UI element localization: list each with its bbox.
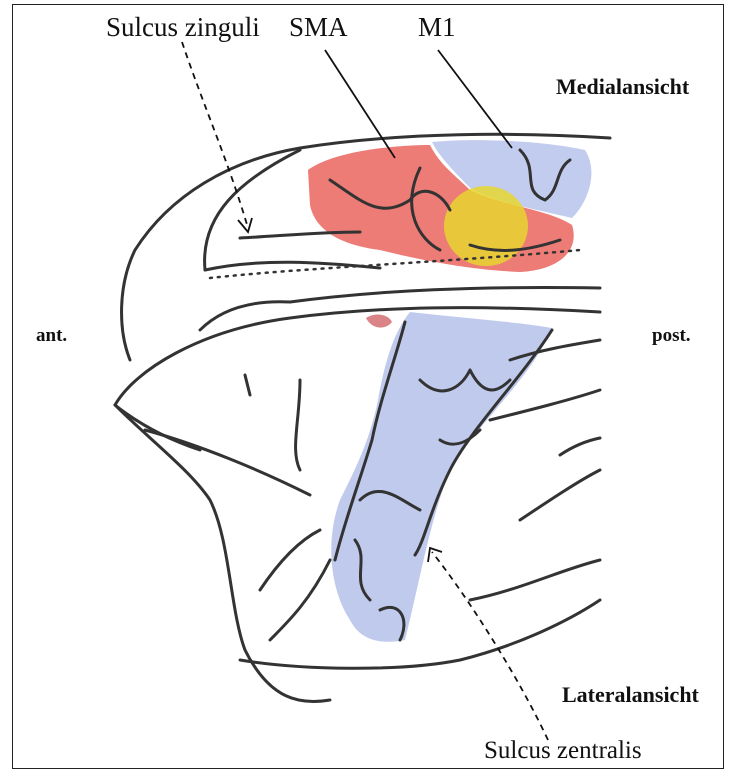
sulcus-zinguli-pointer xyxy=(182,42,248,228)
label-sulcus-zentralis: Sulcus zentralis xyxy=(484,738,642,763)
label-m1: M1 xyxy=(418,14,456,41)
label-sma: SMA xyxy=(289,14,348,41)
label-medialansicht: Medialansicht xyxy=(556,76,689,98)
label-lateralansicht: Lateralansicht xyxy=(562,684,699,706)
small-red-spot xyxy=(366,315,392,328)
overlap-region xyxy=(444,186,528,266)
label-anterior: ant. xyxy=(36,326,67,345)
sulcus-zentralis-pointer xyxy=(432,552,548,740)
label-posterior: post. xyxy=(652,326,691,345)
label-sulcus-zinguli: Sulcus zinguli xyxy=(106,14,260,41)
